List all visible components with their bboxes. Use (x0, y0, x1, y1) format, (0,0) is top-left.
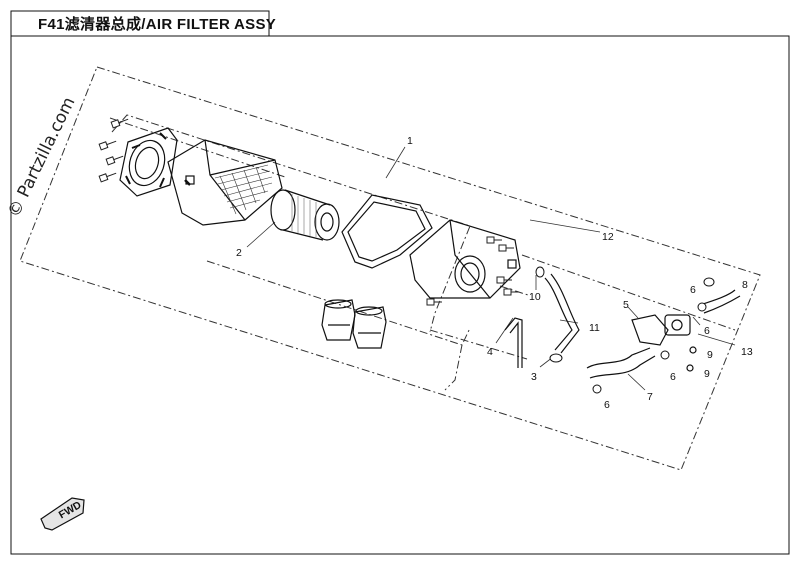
callout-5: 5 (623, 299, 629, 311)
callout-9a: 9 (707, 349, 713, 361)
airbox-grille (214, 164, 273, 215)
callout-4: 4 (487, 346, 493, 358)
callout-3: 3 (531, 371, 537, 383)
callout-11: 11 (589, 322, 600, 334)
assembly-dash-lines (19, 66, 761, 471)
intake-boots (321, 299, 387, 349)
callout-6c: 6 (670, 371, 676, 383)
fwd-arrow-icon: FWD (40, 497, 85, 531)
air-filter-element (270, 189, 340, 241)
callout-12: 12 (602, 231, 614, 243)
hose-clamps (535, 266, 715, 394)
bolts-right (426, 236, 519, 306)
bolts-left (98, 118, 129, 183)
callout-13: 13 (741, 346, 753, 358)
page-title: F41滤清器总成/AIR FILTER ASSY (38, 16, 277, 33)
page-border (10, 35, 790, 555)
callout-6b: 6 (704, 325, 710, 337)
callout-numbers: 1 2 3 4 5 6 6 6 6 7 8 9 9 10 11 12 13 (236, 135, 753, 411)
airbox-gasket (341, 194, 433, 269)
airbox-rear (409, 219, 521, 299)
airbox-front (167, 139, 283, 226)
adapter-flange (119, 127, 178, 197)
callout-8: 8 (742, 279, 748, 291)
callout-9b: 9 (704, 368, 710, 380)
breather-hoses (504, 273, 741, 379)
title-tab-border (10, 10, 270, 36)
callout-6a: 6 (690, 284, 696, 296)
callout-7: 7 (647, 391, 653, 403)
callout-6d: 6 (604, 399, 610, 411)
filter-pleats (291, 194, 317, 237)
callout-10: 10 (529, 291, 541, 303)
leader-lines (246, 146, 736, 391)
callout-2: 2 (236, 247, 242, 259)
callout-1: 1 (407, 135, 413, 147)
valve-bracket (631, 314, 697, 372)
